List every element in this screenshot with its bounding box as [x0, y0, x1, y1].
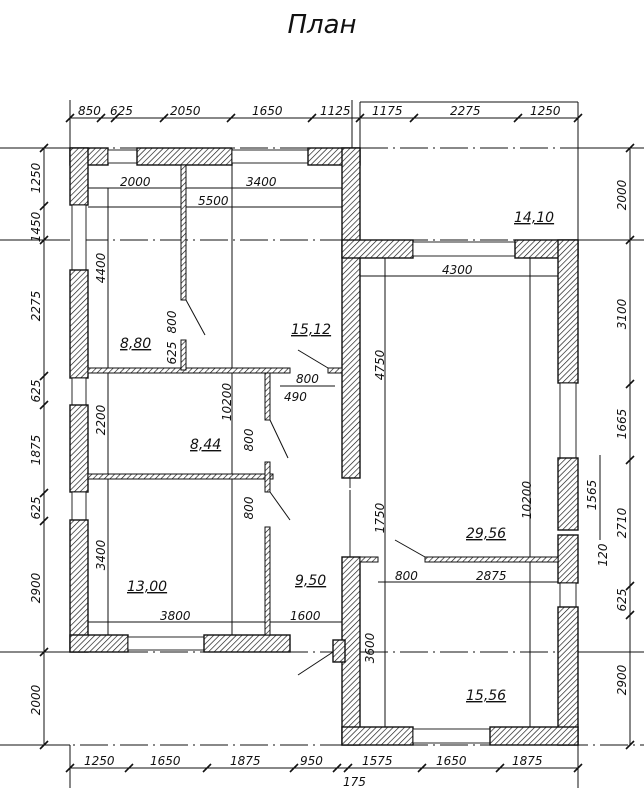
- dim-bottom-6: 1650: [436, 754, 467, 768]
- dim-bottom-7: 1875: [512, 754, 543, 768]
- dim-right-3: 1665: [615, 409, 629, 440]
- dim-left-1: 1250: [29, 162, 43, 193]
- dim-top-2: 625: [110, 104, 133, 118]
- room-area-14-10: 14,10: [514, 210, 554, 226]
- dim-int-800-right: 800: [395, 569, 418, 583]
- plan-title: План: [287, 10, 357, 40]
- dim-top-6: 1175: [372, 104, 403, 118]
- dim-top-7: 2275: [450, 104, 481, 118]
- dim-int-2000: 2000: [120, 175, 151, 189]
- dim-left-8: 2000: [29, 684, 43, 715]
- interior-partitions: [87, 164, 559, 676]
- dim-int-490: 490: [284, 390, 307, 404]
- dim-int-4750: 4750: [373, 349, 387, 380]
- dim-left-3: 2275: [29, 291, 43, 322]
- dim-int-door-800-2: 800: [242, 428, 256, 451]
- dim-int-3400-left: 3400: [94, 539, 108, 570]
- room-area-8-44: 8,44: [190, 437, 221, 453]
- dim-int-3800: 3800: [160, 609, 191, 623]
- dim-top-4: 1650: [252, 104, 283, 118]
- dim-int-4300: 4300: [442, 263, 473, 277]
- dim-bottom-4: 950: [300, 754, 323, 768]
- dim-int-3400: 3400: [246, 175, 277, 189]
- dim-top-5: 1125: [320, 104, 351, 118]
- dim-int-625: 625: [165, 342, 179, 365]
- dim-left-4: 625: [29, 380, 43, 403]
- dim-int-2875: 2875: [476, 569, 507, 583]
- dim-bottom-2: 1650: [150, 754, 181, 768]
- dim-top-8: 1250: [530, 104, 561, 118]
- dim-int-10200-left: 10200: [220, 383, 234, 422]
- dim-int-door-800: 800: [165, 310, 179, 333]
- dim-left-7: 2900: [29, 572, 43, 603]
- dim-int-4400: 4400: [94, 252, 108, 283]
- dim-int-800: 800: [296, 372, 319, 386]
- dim-left-2: 1450: [29, 211, 43, 242]
- dim-top-1: 850: [78, 104, 101, 118]
- dim-top-3: 2050: [170, 104, 201, 118]
- dim-int-1600: 1600: [290, 609, 321, 623]
- dim-bottom-8: 175: [343, 775, 366, 789]
- dim-int-1750: 1750: [373, 502, 387, 533]
- dim-right-6: 2900: [615, 664, 629, 695]
- dim-right-7: 1565: [585, 480, 599, 511]
- dim-right-8: 120: [596, 543, 610, 566]
- dim-right-4: 2710: [615, 507, 629, 538]
- axis-lines: [0, 147, 644, 746]
- dim-bottom-1: 1250: [84, 754, 115, 768]
- room-area-13-00: 13,00: [127, 579, 167, 595]
- dim-int-door-800-3: 800: [242, 496, 256, 519]
- dim-int-5500: 5500: [198, 194, 229, 208]
- dim-bottom-5: 1575: [362, 754, 393, 768]
- exterior-walls: [69, 147, 579, 746]
- room-area-15-12: 15,12: [291, 322, 331, 338]
- dim-bottom-3: 1875: [230, 754, 261, 768]
- dim-int-3600: 3600: [363, 632, 377, 663]
- room-area-8-80: 8,80: [120, 336, 151, 352]
- room-area-29-56: 29,56: [466, 526, 506, 542]
- dim-right-5: 625: [615, 589, 629, 612]
- dim-int-10200-right: 10200: [520, 481, 534, 520]
- dim-right-1: 2000: [615, 179, 629, 210]
- dim-left-6: 625: [29, 497, 43, 520]
- dim-right-2: 3100: [615, 298, 629, 329]
- room-area-15-56: 15,56: [466, 688, 506, 704]
- dim-left-5: 1875: [29, 435, 43, 466]
- dim-int-2200: 2200: [94, 404, 108, 435]
- dimension-lines: [0, 100, 644, 788]
- room-area-9-50: 9,50: [295, 573, 326, 589]
